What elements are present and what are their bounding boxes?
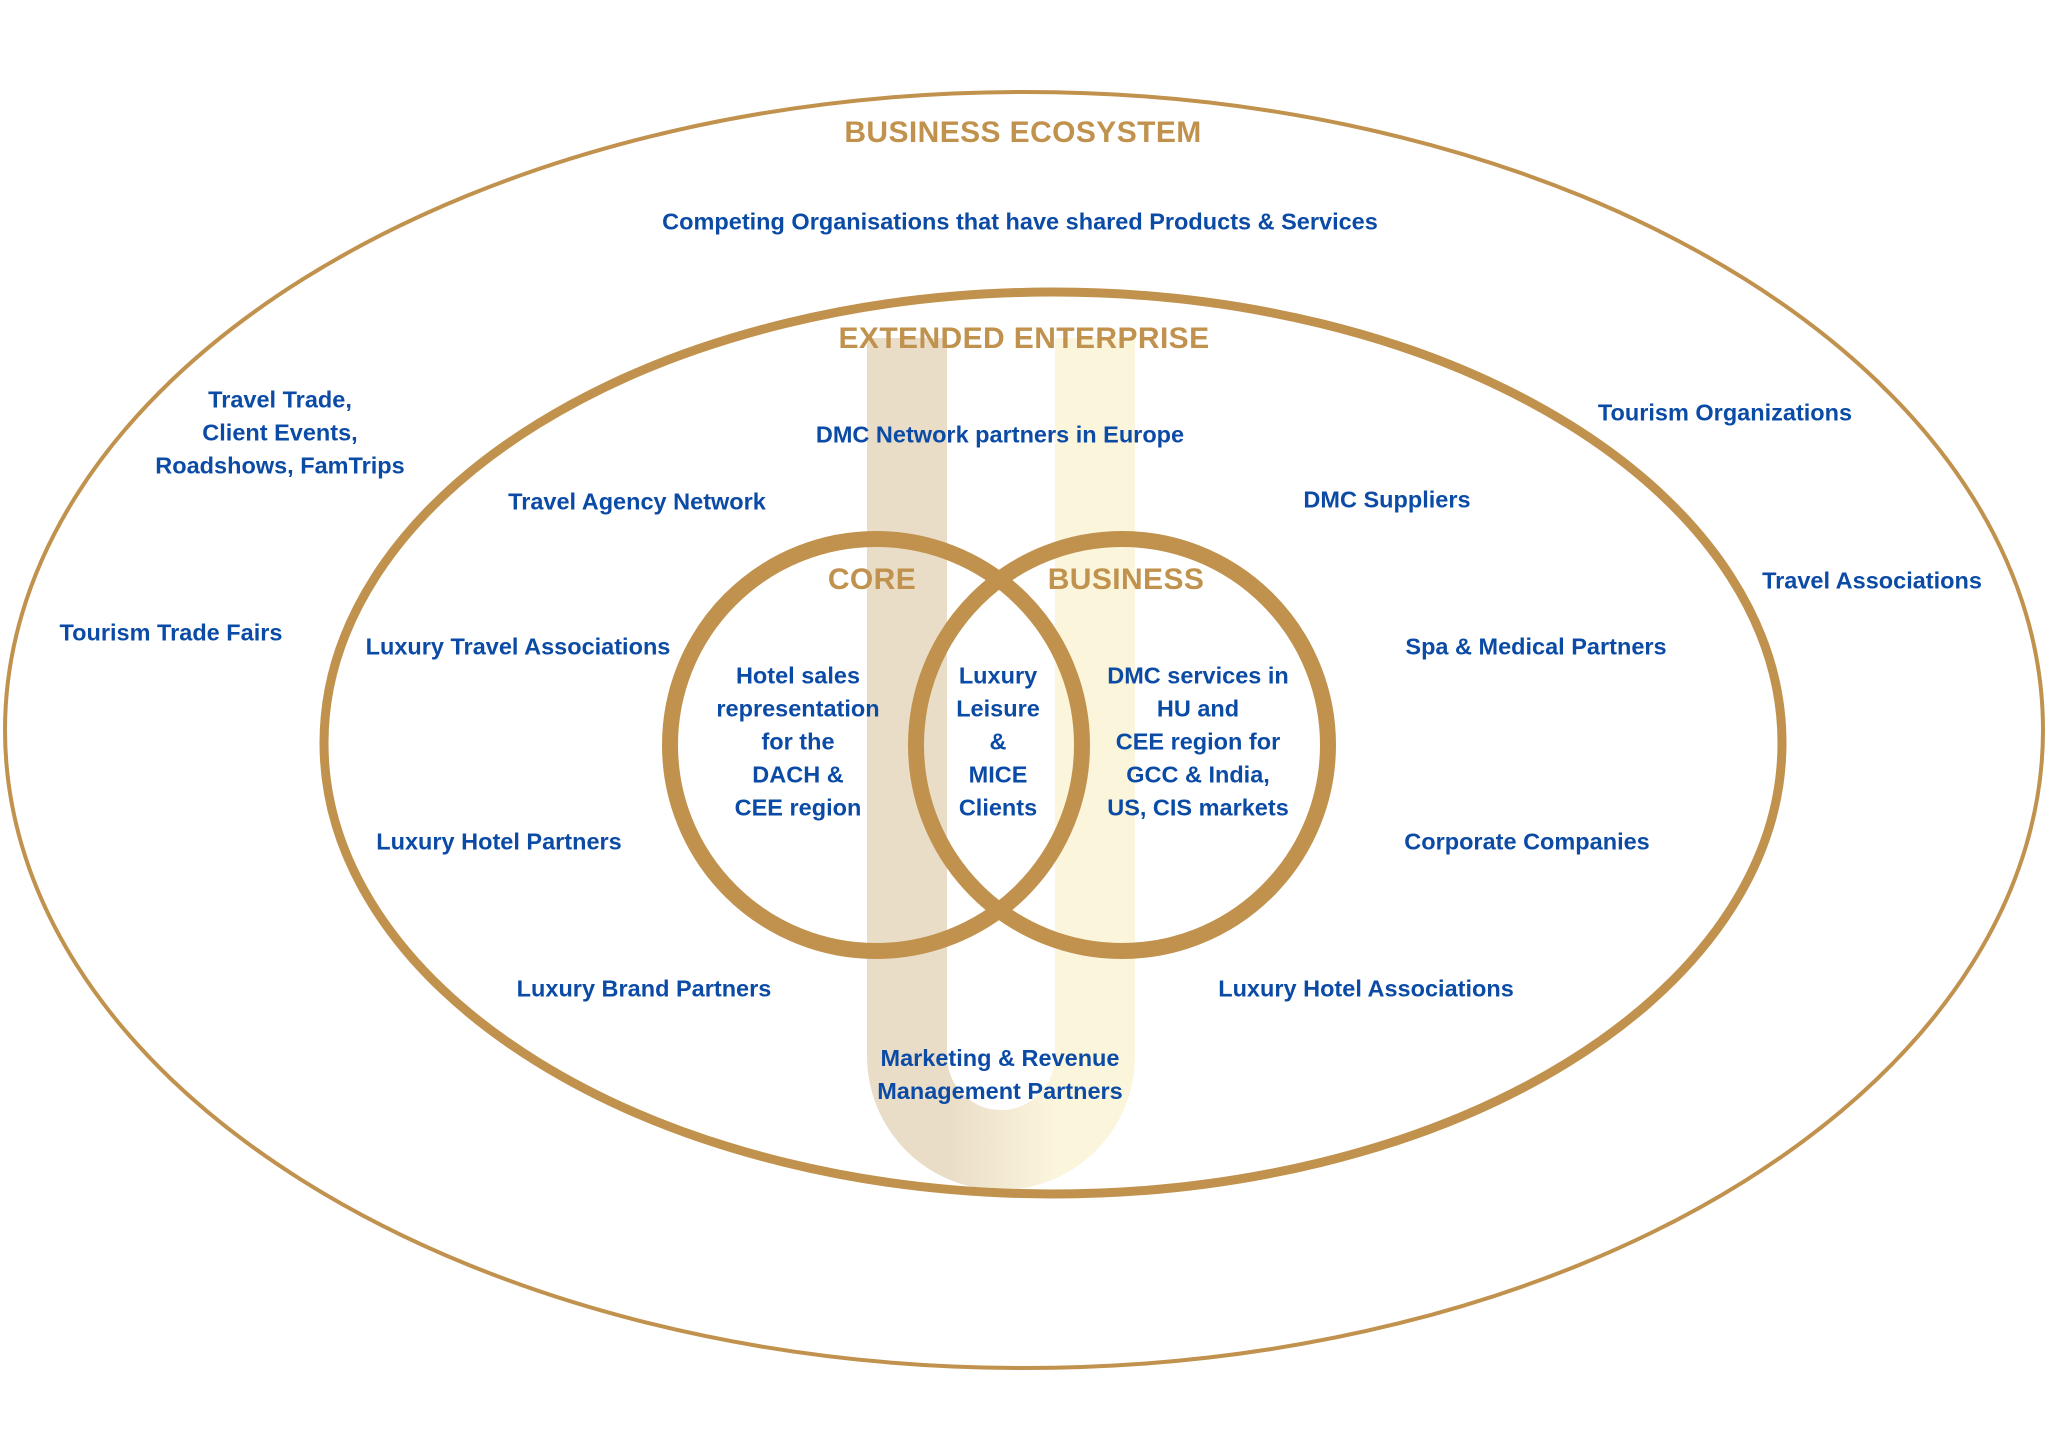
core-title: CORE [827, 563, 917, 596]
core-circle [662, 531, 1090, 959]
travel-trade-events-line: Roadshows, FamTrips [155, 452, 405, 479]
core-description-line: for the [761, 728, 835, 755]
travel-trade-events-label: Travel Trade, Client Events, Roadshows, … [155, 384, 404, 483]
u-shaped-band [867, 338, 1135, 1190]
business-description-line: CEE region for [1115, 728, 1281, 755]
luxury-travel-associations-label: Luxury Travel Associations [365, 633, 671, 660]
dmc-network-label: DMC Network partners in Europe [815, 421, 1185, 448]
corporate-companies-label: Corporate Companies [1404, 828, 1650, 855]
luxury-hotel-associations-label: Luxury Hotel Associations [1218, 975, 1514, 1002]
spa-medical-partners-label: Spa & Medical Partners [1405, 633, 1667, 660]
travel-agency-network-label: Travel Agency Network [508, 488, 766, 515]
marketing-partners-line: Management Partners [877, 1078, 1123, 1104]
core-description-line: representation [716, 695, 880, 722]
overlap-description-line: MICE [968, 761, 1028, 788]
competing-organisations-label: Competing Organisations that have shared… [662, 208, 1378, 235]
luxury-hotel-partners-label: Luxury Hotel Partners [376, 828, 622, 855]
travel-trade-events-line: Travel Trade, [208, 386, 352, 413]
overlap-description: Luxury Leisure & MICE Clients [956, 660, 1040, 825]
core-description-line: Hotel sales [735, 662, 861, 689]
dmc-suppliers-label: DMC Suppliers [1303, 486, 1471, 513]
extended-enterprise-title: EXTENDED ENTERPRISE [838, 322, 1210, 355]
core-description: Hotel sales representation for the DACH … [716, 660, 879, 825]
overlap-description-line: Leisure [956, 695, 1040, 722]
business-description: DMC services in HU and CEE region for GC… [1107, 660, 1289, 825]
business-description-line: US, CIS markets [1107, 794, 1289, 821]
core-description-line: CEE region [734, 794, 862, 821]
business-description-line: DMC services in [1107, 662, 1289, 689]
business-circle [908, 531, 1336, 959]
marketing-partners-line: Marketing & Revenue [880, 1045, 1120, 1071]
tourism-organizations-label: Tourism Organizations [1597, 399, 1853, 426]
overlap-description-line: & [989, 728, 1007, 755]
business-description-line: HU and [1156, 695, 1240, 722]
marketing-revenue-partners-label: Marketing & Revenue Management Partners [877, 1042, 1123, 1108]
business-ecosystem-ellipse [3, 90, 2045, 1370]
luxury-brand-partners-label: Luxury Brand Partners [516, 975, 772, 1002]
tourism-trade-fairs-label: Tourism Trade Fairs [59, 619, 283, 646]
core-description-line: DACH & [752, 761, 844, 788]
overlap-description-line: Clients [958, 794, 1038, 821]
travel-trade-events-line: Client Events, [202, 419, 358, 446]
business-title: BUSINESS [1047, 563, 1205, 596]
travel-associations-label: Travel Associations [1762, 567, 1982, 594]
business-ecosystem-title: BUSINESS ECOSYSTEM [844, 116, 1202, 149]
overlap-description-line: Luxury [958, 662, 1038, 689]
business-description-line: GCC & India, [1126, 761, 1270, 788]
extended-enterprise-ellipse [319, 287, 1787, 1199]
